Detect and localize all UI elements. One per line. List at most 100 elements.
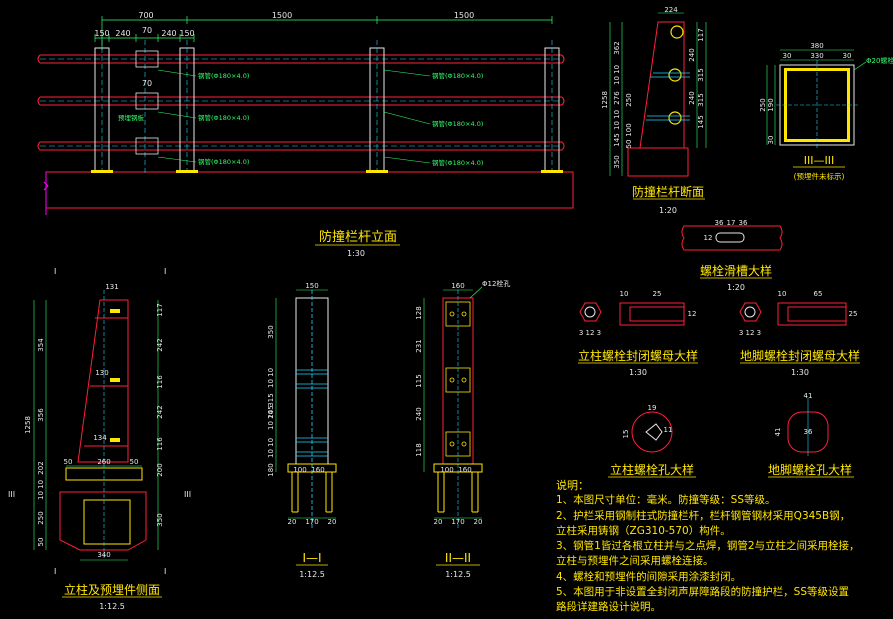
s1-base-1: 20 [288,518,297,526]
nut2-side: 25 [849,310,858,318]
notes-line-7: 5、本图用于非设置全封闭声屏障路段的防撞护栏，SS等级设置 [556,586,850,599]
nut2-bottom: 3 12 3 [739,329,761,337]
side-right-1: 117 [156,303,164,316]
s2-title: II—II [445,551,471,565]
detail-iii-view: 380 30 330 30 250 190 30 Φ20螺栓 III—III (… [759,42,893,181]
side-right-2: 242 [156,338,164,351]
elevation-view: 700 1500 1500 150 240 70 240 150 70 钢管(Φ… [37,11,574,258]
s1-bottom-1: 100 [293,466,306,474]
notes-line-3: 立柱采用铸钢（ZG310-570）构件。 [556,524,731,537]
d3-left-2: 190 [767,98,775,111]
d3-dim-sub-3: 30 [843,52,852,60]
notes-line-4: 3、钢管1皆过各根立柱并与之点焊，钢管2与立柱之间采用栓接， [556,540,860,553]
elev-mid-label-3: 钢管(Φ180×4.0) [432,158,483,167]
s1-left-4: 10 10 [267,410,275,430]
section-dim-3: 276 [613,91,621,105]
section-view: 224 1258 362 10 10 276 10 10 145 350 250… [601,6,707,215]
nut1-title: 立柱螺栓封闭螺母大样 [578,348,698,363]
side-top-dim-1: 131 [105,283,118,291]
d3-dim-top: 380 [810,42,823,50]
section-rdim-1: 117 [697,28,705,41]
d3-dim-sub-1: 30 [783,52,792,60]
slot-dim-3: 36 [739,219,748,227]
section-scale: 1:20 [659,206,677,215]
hole2-detail-view: 41 36 41 地脚螺栓孔大样 [768,392,854,478]
side-marker-mid-right: III [184,490,191,499]
elev-label-70: 70 [142,79,152,88]
s2-left-3: 115 [415,374,423,387]
section-dim-1: 362 [613,41,621,54]
s2-label: Φ12栓孔 [482,279,510,288]
d3-left-3: 30 [767,136,775,145]
s1-left-6: 10 10 [267,438,275,458]
side-view: I I I I III III 131 130 134 1258 354 356… [8,267,191,611]
side-right-7: 350 [156,513,164,526]
elev-aux-label: 预埋钢板 [118,113,145,122]
side-marker-top-right: I [164,267,166,276]
elev-dim-150b: 150 [179,29,194,38]
section-rdim2-1: 240 [688,48,696,61]
hole2-title: 地脚螺栓孔大样 [768,462,852,477]
side-marker-top-left: I [54,267,56,276]
s2-top-dim: 160 [451,282,464,290]
nut2-dim-2: 65 [814,290,823,298]
section-rdim2-2: 240 [688,91,696,104]
s2-left-5: 118 [415,443,423,456]
d3-bolt-label: Φ20螺栓 [866,56,893,65]
notes-line-1: 1、本图尺寸单位：毫米。防撞等级：SS等级。 [556,494,776,507]
side-right-5: 116 [156,437,164,451]
nut2-title: 地脚螺栓封闭螺母大样 [740,348,860,363]
s2-base-2: 170 [451,518,464,526]
elev-mid-label-1: 钢管(Φ180×4.0) [432,71,483,80]
side-left-2: 356 [37,408,45,422]
s1-left-5: 245 [267,405,275,418]
hole1-dim-3: 11 [664,426,673,434]
nut1-detail-view: 10 25 12 3 12 3 立柱螺栓封闭螺母大样 1:30 [578,290,698,377]
s1-base-2: 170 [305,518,318,526]
hole2-dim-3: 41 [774,428,782,437]
slot-scale: 1:20 [727,283,745,292]
section-dim2-2: 100 [625,123,633,136]
s2-left-4: 240 [415,407,423,420]
section-ii-view: 160 128 231 115 240 118 100 160 20 170 2… [415,279,510,579]
d3-title: III—III [804,154,834,167]
s2-bottom-1: 100 [440,466,453,474]
side-right-4: 242 [156,405,164,418]
elevation-scale: 1:30 [347,249,365,258]
side-marker-bottom-left: I [54,567,56,576]
side-left-6: 50 [37,538,45,547]
s2-left-2: 231 [415,339,423,352]
side-base-dim: 340 [97,551,110,559]
nut2-scale: 1:30 [791,368,809,377]
side-bottom-3: 50 [130,458,139,466]
slot-side: 12 [704,234,713,242]
section-title: 防撞栏杆断面 [632,184,704,199]
nut2-dim-1: 10 [778,290,787,298]
elev-dim-700: 700 [138,11,153,20]
section-rdim-2: 315 [697,68,705,81]
s1-left-3: 315 [267,393,275,406]
s1-title: I—I [302,551,321,565]
side-right-3: 116 [156,375,164,389]
hole1-detail-view: 19 15 11 立柱螺栓孔大样 [608,404,696,478]
side-marker-mid-left: III [8,490,15,499]
side-left-4: 10 10 [37,480,45,500]
elev-dim-70: 70 [142,26,152,35]
section-dim-6: 350 [613,155,621,168]
hole2-dim-1: 41 [804,392,813,400]
notes-line-8: 路段详建路设计说明。 [556,601,661,614]
d3-dim-sub-2: 330 [810,52,823,60]
d3-note: (预埋件未标示) [794,171,845,181]
nut2-detail-view: 10 65 25 3 12 3 地脚螺栓封闭螺母大样 1:30 [739,290,860,377]
s2-base-1: 20 [434,518,443,526]
side-left-1: 354 [37,338,45,352]
section-top-dim: 224 [664,6,678,14]
elev-dim-1500a: 1500 [272,11,292,20]
side-scale: 1:12.5 [99,602,125,611]
side-top-dim-3: 134 [93,434,107,442]
side-right-6: 200 [156,463,164,476]
slot-title: 螺栓滑槽大样 [700,263,772,278]
side-top-dim-2: 130 [95,369,108,377]
s1-left-2: 10 10 [267,368,275,388]
